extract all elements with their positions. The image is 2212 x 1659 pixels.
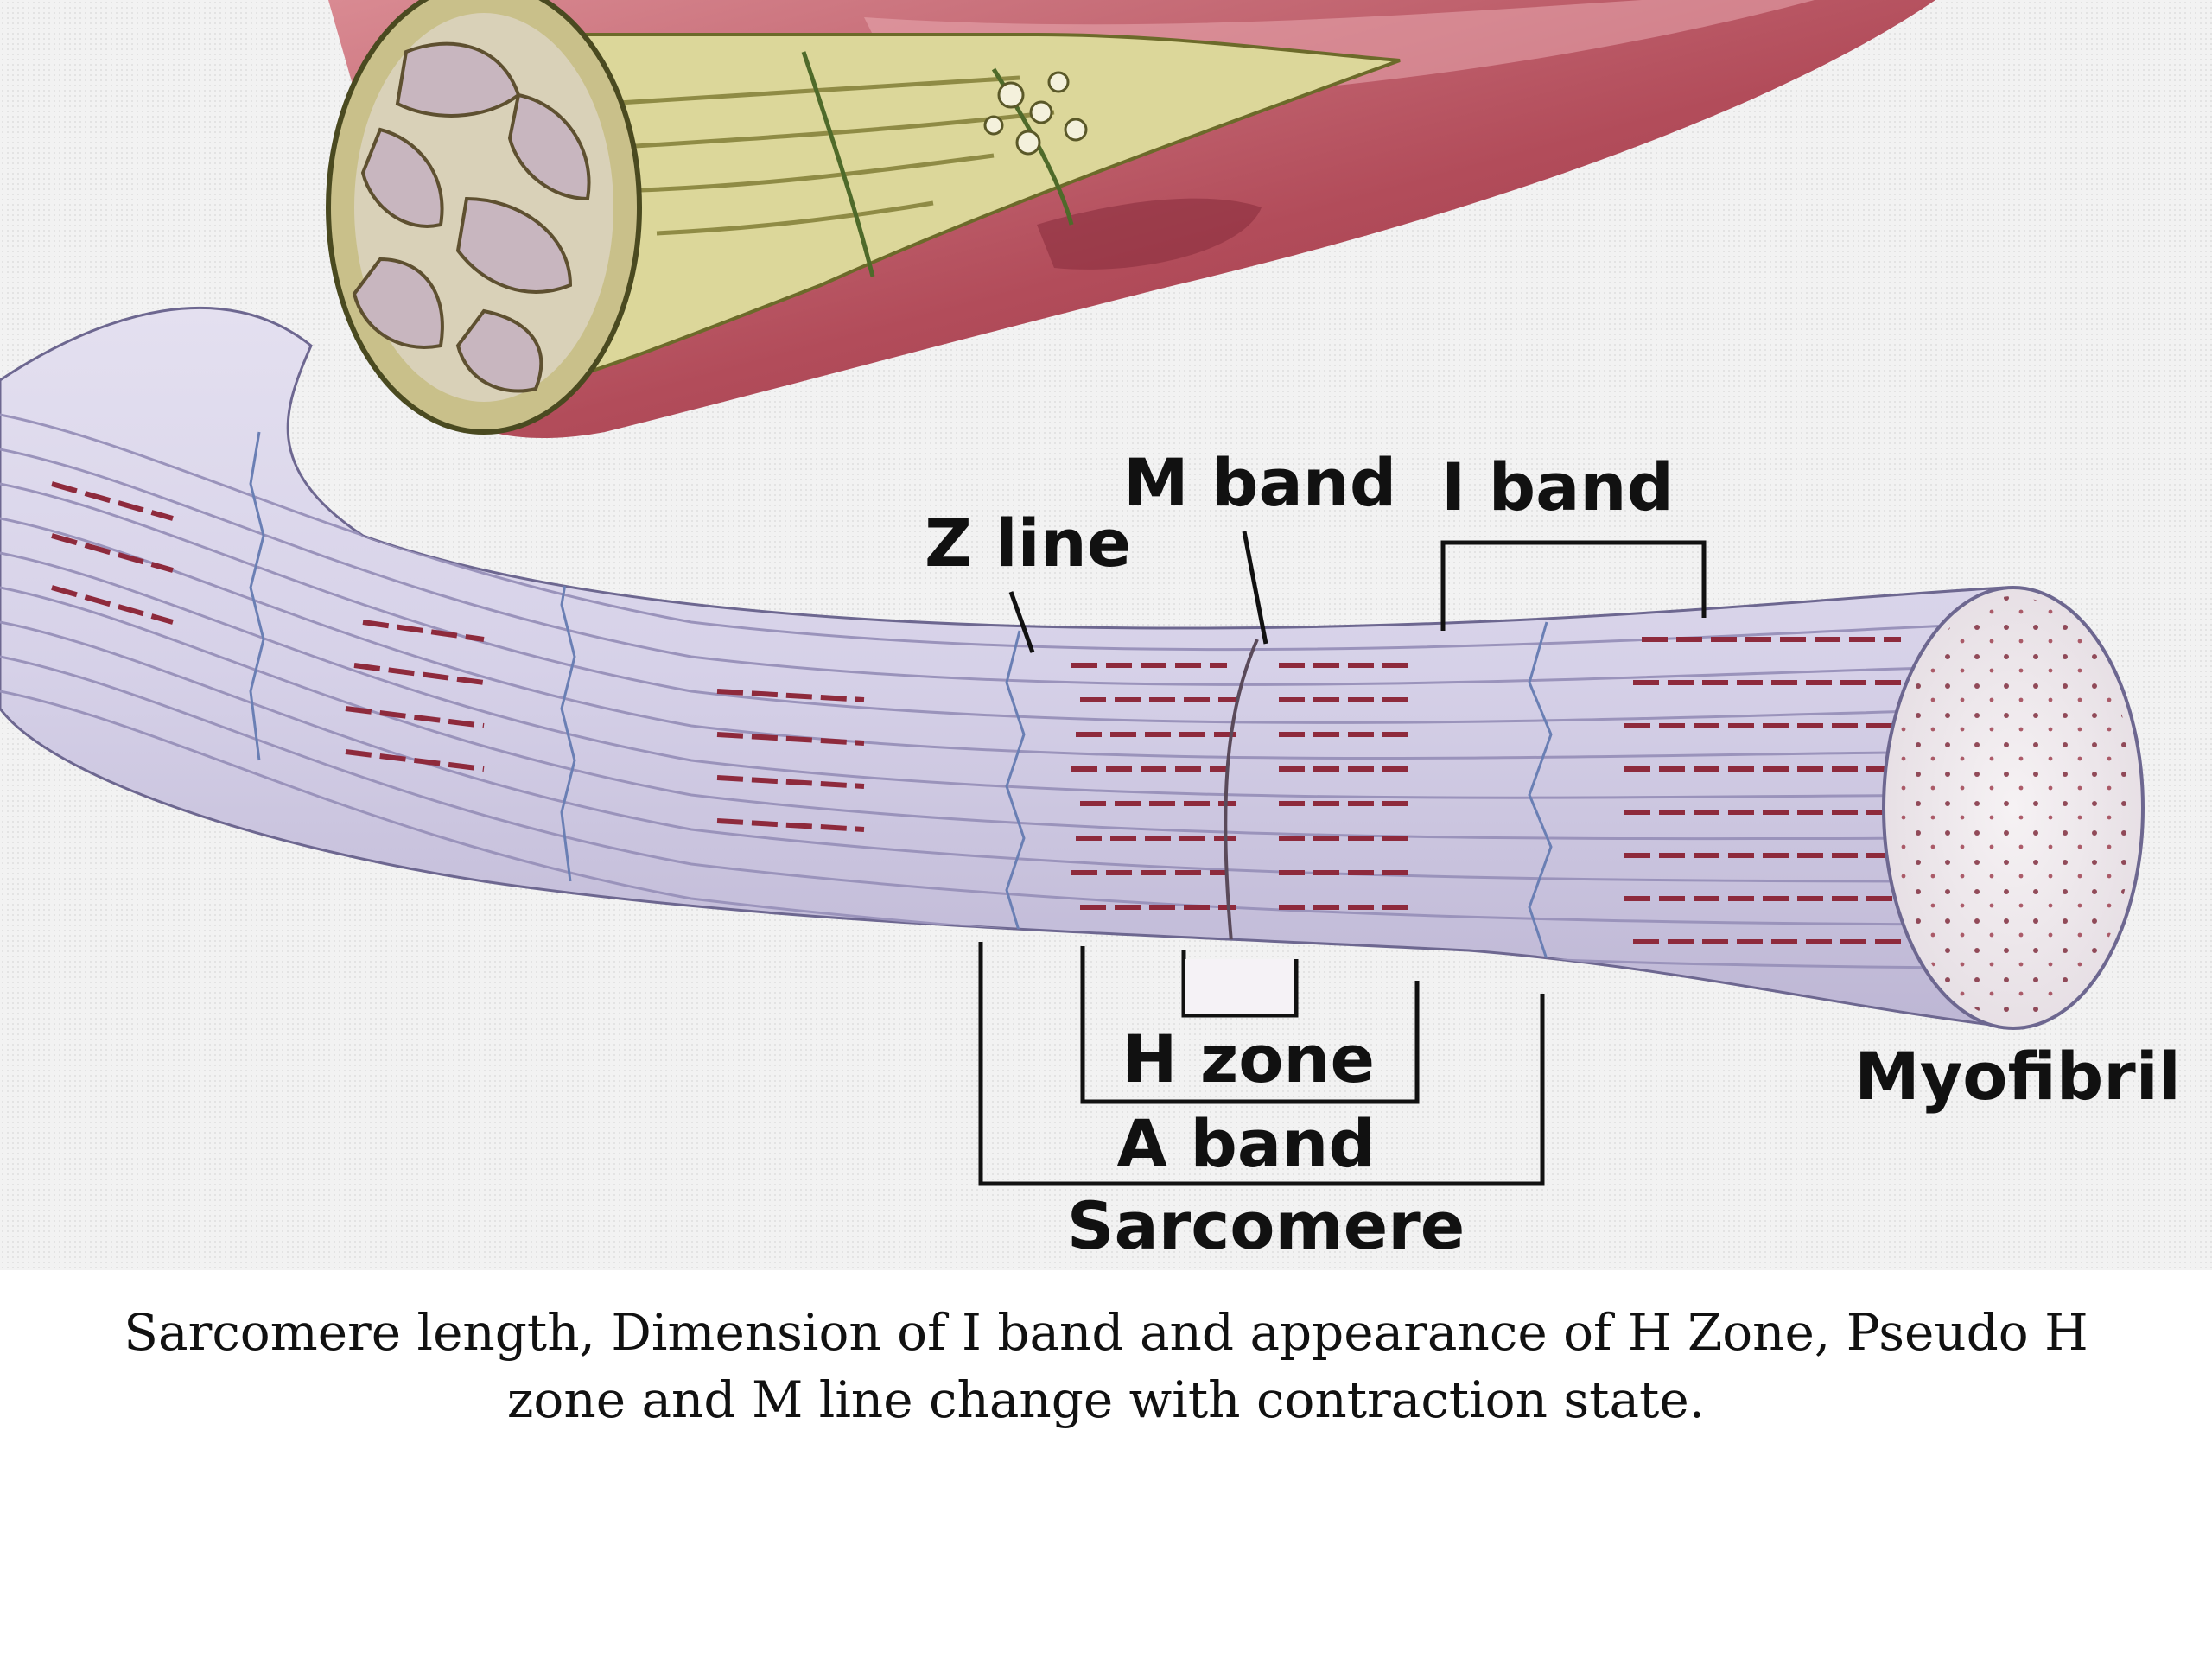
myofibril-tube xyxy=(0,306,2024,1030)
label-z-line: Z line xyxy=(925,505,1131,582)
myofibril-end-cap-dots xyxy=(1892,596,2134,1020)
caption-line-2: zone and M line change with contraction … xyxy=(507,1370,1705,1429)
label-myofibril: Myofibril xyxy=(1854,1038,2181,1115)
label-i-band: I band xyxy=(1441,448,1674,525)
label-m-band: M band xyxy=(1123,444,1396,521)
fiber-cross-section xyxy=(326,0,642,435)
myofilament-lines xyxy=(0,413,2022,969)
z-line-pointer xyxy=(1008,591,1035,653)
label-h-zone: H zone xyxy=(1122,1020,1375,1097)
a-band-striations xyxy=(51,481,1910,944)
connective-tissue xyxy=(481,33,1401,383)
label-sarcomere: Sarcomere xyxy=(1067,1187,1465,1264)
sarcomere-bracket xyxy=(978,942,1545,1186)
a-band-bracket xyxy=(1080,946,1420,1104)
sarcoplasmic-reticulum xyxy=(983,71,1088,156)
m-band-pointer xyxy=(1242,531,1268,645)
annotation-lines xyxy=(978,531,1707,1186)
label-a-band: A band xyxy=(1116,1105,1375,1182)
caption-line-1: Sarcomere length, Dimension of I band an… xyxy=(124,1303,2088,1362)
m-line xyxy=(1224,639,1259,943)
z-lines xyxy=(249,431,1553,960)
i-band-bracket xyxy=(1440,540,1707,631)
h-zone-window xyxy=(1185,959,1294,1014)
h-zone-bracket xyxy=(1181,950,1299,1018)
muscle-fiber-shadow xyxy=(1037,198,1262,270)
